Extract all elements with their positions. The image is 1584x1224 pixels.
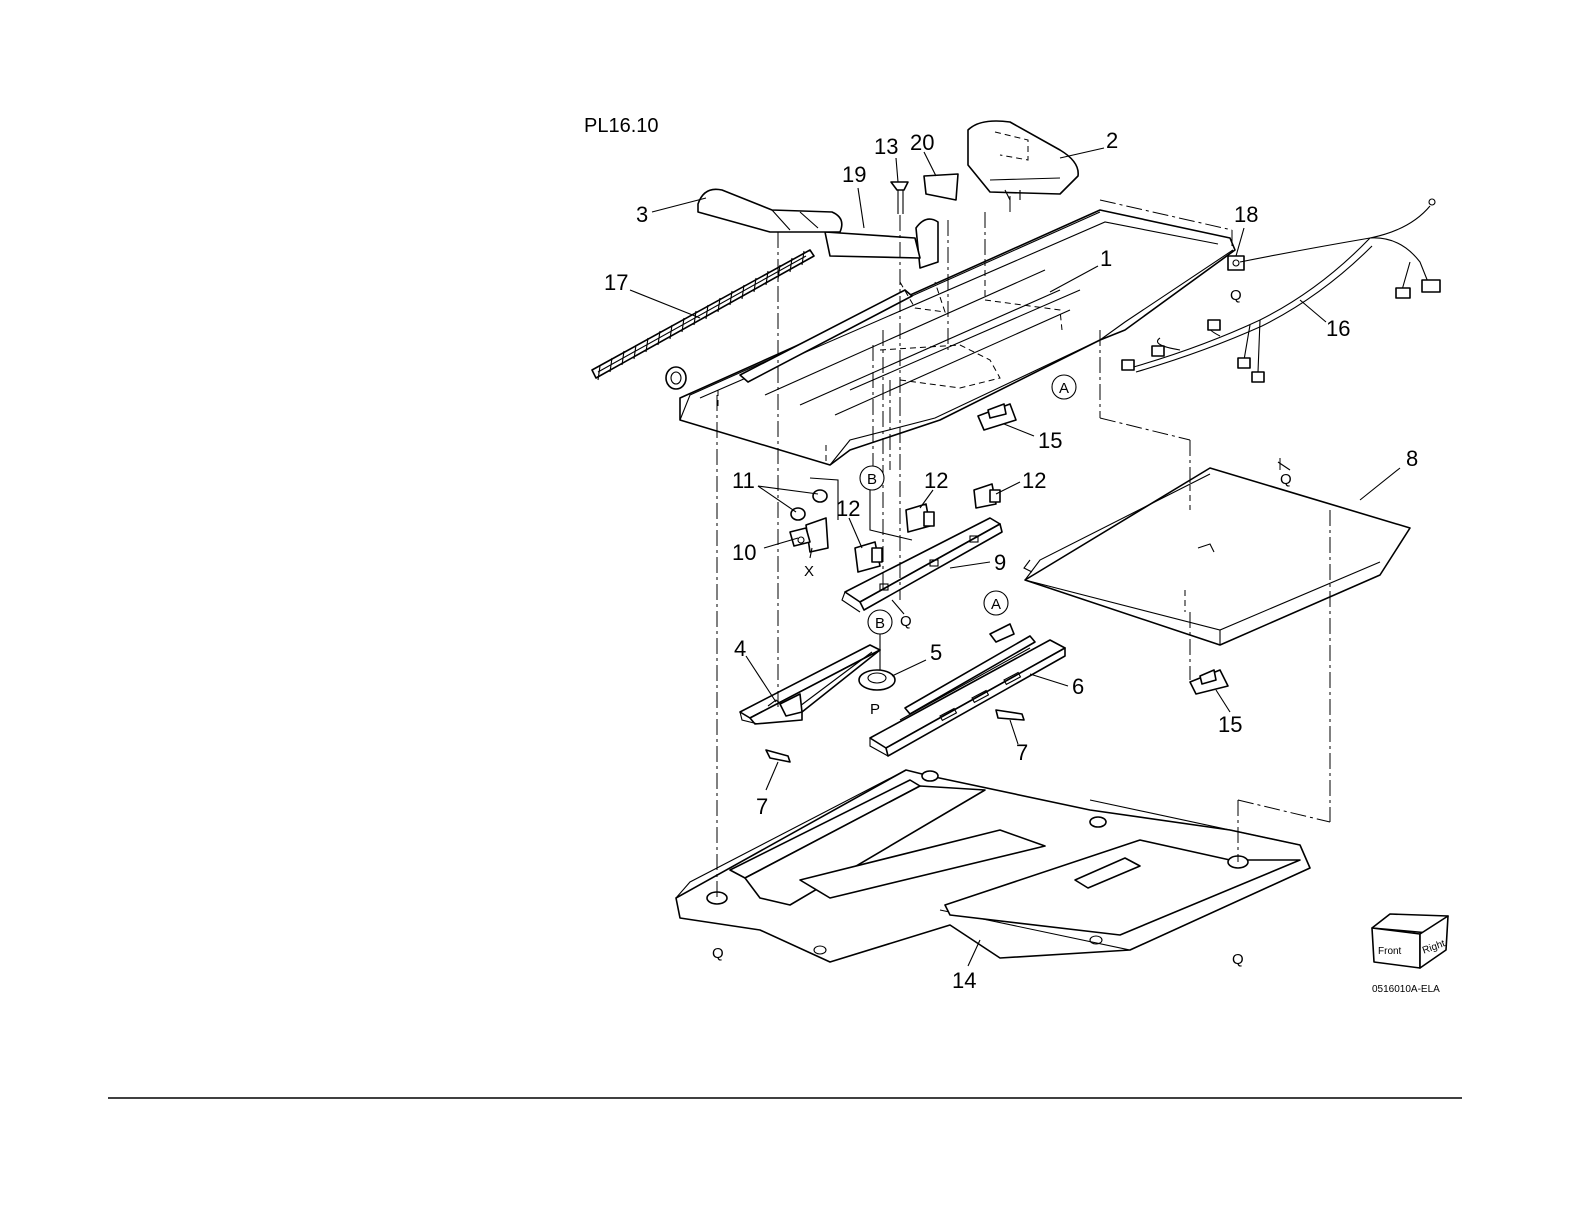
part-4-left-guide (740, 645, 880, 724)
marker-q: Q (1280, 471, 1292, 488)
callout-7-right: 7 (1016, 740, 1028, 765)
callout-2: 2 (1106, 128, 1118, 153)
marker-p: P (870, 701, 880, 718)
part-3-left-cover (698, 189, 842, 232)
part-15-lower-latch (1190, 670, 1228, 694)
part-12-sensor-left (855, 542, 882, 572)
callout-14: 14 (952, 968, 976, 993)
callout-9: 9 (994, 550, 1006, 575)
marker-q: Q (1232, 951, 1244, 968)
part-2-right-cover (968, 121, 1078, 200)
ref-bubble-a-lower: A (984, 591, 1008, 615)
part-8-exit-tray (1024, 468, 1410, 645)
ref-bubble-a-upper: A (1052, 375, 1076, 399)
svg-text:A: A (1059, 380, 1069, 397)
svg-text:B: B (875, 615, 885, 632)
part-18-clamp (1228, 256, 1244, 270)
callout-12-right: 12 (1022, 468, 1046, 493)
svg-text:A: A (991, 596, 1001, 613)
callout-3: 3 (636, 202, 648, 227)
callout-16: 16 (1326, 316, 1350, 341)
part-12-sensor-mid (906, 504, 934, 532)
ref-bubble-b-lower: B (868, 610, 892, 634)
callout-10: 10 (732, 540, 756, 565)
part-7-clip-left (766, 750, 790, 762)
callout-8: 8 (1406, 446, 1418, 471)
part-5-gear (859, 670, 895, 690)
ref-bubble-b-upper: B (860, 466, 884, 490)
part-11-rollers (791, 478, 838, 520)
callout-12-left: 12 (836, 496, 860, 521)
marker-q: Q (712, 945, 724, 962)
callout-6: 6 (1072, 674, 1084, 699)
marker-q: Q (900, 613, 912, 630)
callout-19: 19 (842, 162, 866, 187)
marker-q: Q (1230, 287, 1242, 304)
plate-id: PL16.10 (584, 115, 659, 137)
callout-20: 20 (910, 130, 934, 155)
callout-15-lower: 15 (1218, 712, 1242, 737)
part-6-right-guide (870, 624, 1065, 756)
part-12-sensor-right (974, 484, 1000, 508)
marker-x: X (804, 563, 814, 580)
callout-17: 17 (604, 270, 628, 295)
callout-4: 4 (734, 636, 746, 661)
part-1-top-tray (666, 210, 1235, 465)
cube-front-label: Front (1378, 946, 1402, 957)
orientation-cube-icon: Front Right (1372, 914, 1448, 968)
callout-7-left: 7 (756, 794, 768, 819)
part-10-bracket (790, 518, 828, 552)
callout-11: 11 (732, 468, 755, 493)
callout-5: 5 (930, 640, 942, 665)
callout-13: 13 (874, 134, 898, 159)
callout-12-mid: 12 (924, 468, 948, 493)
drawing-code: 0516010A-ELA (1372, 984, 1440, 995)
svg-text:B: B (867, 471, 877, 488)
callout-1: 1 (1100, 246, 1112, 271)
part-14-base-frame (676, 770, 1310, 962)
part-13-pin (891, 182, 908, 214)
part-20-label (924, 174, 958, 200)
callout-15-upper: 15 (1038, 428, 1062, 453)
part-7-clip-right (996, 710, 1024, 720)
callout-18: 18 (1234, 202, 1258, 227)
